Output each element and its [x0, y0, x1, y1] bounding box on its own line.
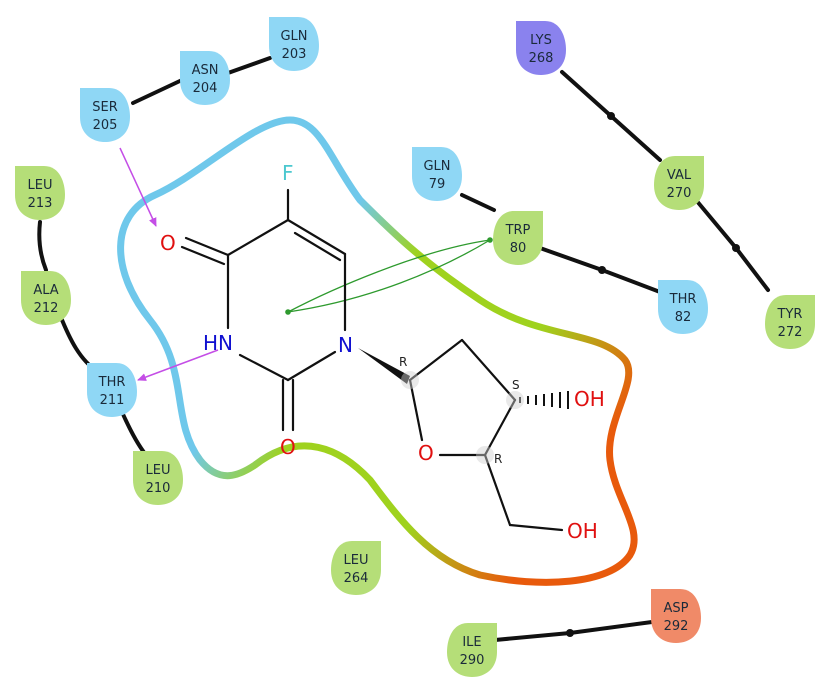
residue-name: LYS	[530, 33, 552, 48]
residue-leu210[interactable]: LEU 210	[133, 451, 183, 505]
residue-name: ALA	[33, 283, 58, 298]
residue-asn204[interactable]: ASN 204	[180, 51, 230, 105]
residue-name: SER	[92, 100, 118, 115]
residue-name: TYR	[777, 307, 803, 322]
residue-name: GLN	[280, 29, 307, 44]
residue-number: 204	[193, 81, 218, 96]
residue-shape	[87, 363, 137, 417]
residue-shape	[331, 541, 381, 595]
residue-gln79[interactable]: GLN 79	[412, 147, 462, 201]
backbone-nodes	[566, 112, 740, 637]
residue-number: 290	[460, 653, 485, 668]
residue-name: ILE	[462, 635, 481, 650]
hbond-ser205-o	[119, 147, 157, 227]
residue-number: 80	[510, 241, 527, 256]
residue-leu264[interactable]: LEU 264	[331, 541, 381, 595]
hydrogen-bonds	[119, 147, 219, 381]
residue-name: TRP	[505, 223, 531, 238]
residue-name: LEU	[146, 463, 171, 478]
residue-shape	[658, 280, 708, 334]
residue-thr82[interactable]: THR 82	[658, 280, 708, 334]
residue-name: LEU	[344, 553, 369, 568]
residue-shape	[15, 166, 65, 220]
residue-ser205[interactable]: SER 205	[80, 88, 130, 142]
residue-number: 270	[667, 186, 692, 201]
residue-backbone-links	[37, 56, 770, 642]
residue-shape	[493, 211, 543, 265]
residue-name: ASN	[192, 63, 219, 78]
residue-shape	[516, 21, 566, 75]
stereo-label-c3: S	[512, 378, 520, 392]
atom-fluorine: F	[282, 161, 294, 185]
residue-trp80[interactable]: TRP 80	[493, 211, 543, 265]
residue-leu213[interactable]: LEU 213	[15, 166, 65, 220]
atom-hydroxyl-bottom: OH	[567, 519, 598, 543]
residue-shape	[180, 51, 230, 105]
residue-shape	[651, 589, 701, 643]
residue-number: 272	[778, 325, 803, 340]
residue-number: 292	[664, 619, 689, 634]
residue-name: LEU	[28, 178, 53, 193]
residue-number: 82	[675, 310, 692, 325]
hashed-bond-c3-oh	[519, 391, 569, 409]
residue-ala212[interactable]: ALA 212	[21, 271, 71, 325]
pi-pi-stacking	[285, 237, 493, 315]
residue-lys268[interactable]: LYS 268	[516, 21, 566, 75]
stereo-label-c4: R	[494, 452, 502, 466]
residue-number: 211	[100, 393, 125, 408]
residue-tyr272[interactable]: TYR 272	[765, 295, 815, 349]
residue-shape	[765, 295, 815, 349]
residue-val270[interactable]: VAL 270	[654, 156, 704, 210]
wedge-bond-n1-c1	[358, 348, 410, 384]
stereo-label-c1: R	[399, 355, 407, 369]
hbond-nh-thr211	[137, 349, 219, 381]
residue-name: THR	[669, 292, 697, 307]
residue-number: 79	[429, 177, 446, 192]
residue-shape	[654, 156, 704, 210]
residue-name: VAL	[667, 168, 692, 183]
residue-gln203[interactable]: GLN 203	[269, 17, 319, 71]
residue-shape	[133, 451, 183, 505]
atom-hydroxyl-top: OH	[574, 387, 605, 411]
residue-number: 210	[146, 481, 171, 496]
atom-carbonyl-oxygen-top: O	[160, 231, 176, 255]
residue-number: 213	[28, 196, 53, 211]
residue-shape	[80, 88, 130, 142]
residue-ile290[interactable]: ILE 290	[447, 623, 497, 677]
residue-number: 205	[93, 118, 118, 133]
atom-carbonyl-oxygen-bottom: O	[280, 435, 296, 459]
residue-shape	[412, 147, 462, 201]
residue-number: 203	[282, 47, 307, 62]
ligand-structure	[180, 188, 564, 532]
residue-asp292[interactable]: ASP 292	[651, 589, 701, 643]
residue-layer: GLN203ASN204SER205LEU213ALA212THR211LEU2…	[15, 17, 815, 677]
residue-shape	[269, 17, 319, 71]
atom-ring-oxygen: O	[418, 441, 434, 465]
stereocenter-halos	[401, 371, 524, 464]
residue-name: GLN	[423, 159, 450, 174]
binding-pocket-outline	[117, 116, 638, 586]
residue-shape	[21, 271, 71, 325]
residue-thr211[interactable]: THR 211	[87, 363, 137, 417]
residue-name: THR	[98, 375, 126, 390]
atom-n1: N	[338, 333, 353, 357]
residue-shape	[447, 623, 497, 677]
atom-nh: HN	[203, 331, 233, 355]
residue-number: 268	[529, 51, 554, 66]
residue-number: 264	[344, 571, 369, 586]
residue-number: 212	[34, 301, 59, 316]
residue-name: ASP	[664, 601, 689, 616]
